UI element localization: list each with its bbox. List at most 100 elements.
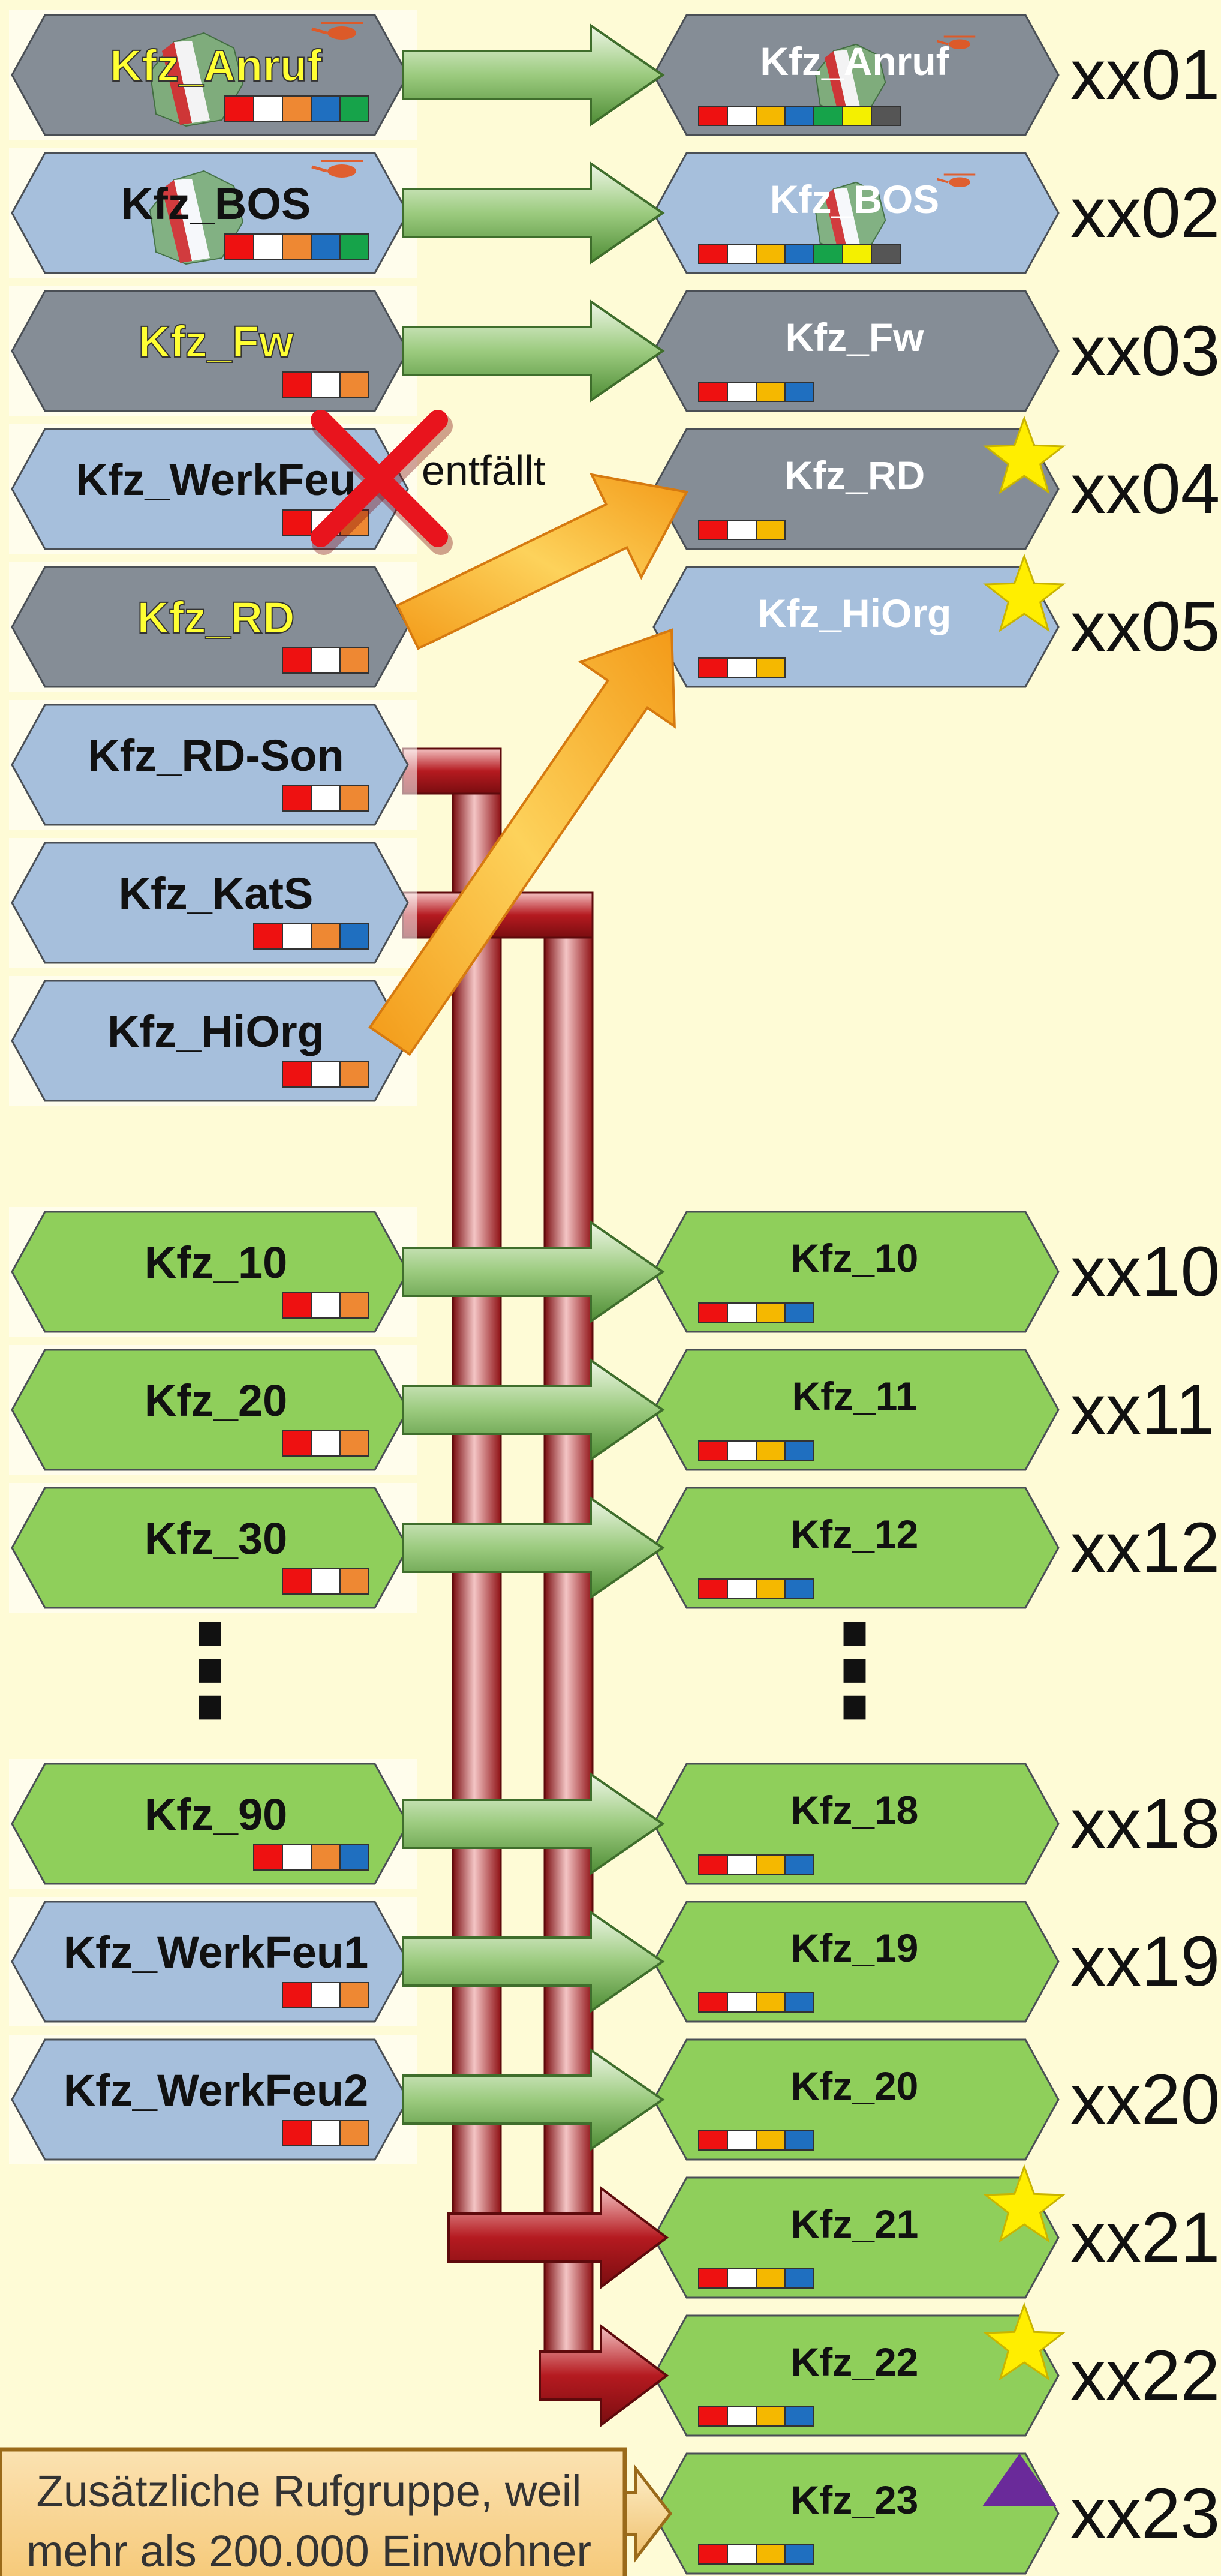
note-line-1: Zusätzliche Rufgruppe, weil bbox=[37, 2466, 582, 2516]
green-arrow bbox=[402, 299, 665, 403]
right-node: Kfz_Fw bbox=[652, 290, 1060, 412]
right-node-label: Kfz_HiOrg bbox=[758, 591, 952, 635]
right-node-swatch bbox=[698, 244, 728, 264]
star-icon bbox=[983, 2302, 1066, 2381]
right-node-label: Kfz_Anruf bbox=[760, 39, 949, 83]
channel-code: xx18 bbox=[1070, 1784, 1220, 1863]
channel-code: xx05 bbox=[1070, 587, 1220, 666]
right-node: Kfz_21 bbox=[652, 2176, 1060, 2299]
right-node-swatch bbox=[727, 2268, 757, 2289]
right-node: Kfz_23 bbox=[652, 2452, 1060, 2575]
right-node-swatch bbox=[784, 382, 814, 402]
overlay-layer bbox=[311, 410, 1066, 2506]
right-node-swatch bbox=[871, 106, 901, 126]
left-node-swatch bbox=[311, 1430, 341, 1457]
state-map-icon bbox=[814, 173, 976, 253]
right-node-swatch bbox=[727, 106, 757, 126]
left-node-label: Kfz_Anruf bbox=[110, 41, 322, 91]
right-node-swatch bbox=[698, 2406, 728, 2427]
left-node-swatch bbox=[282, 1292, 312, 1319]
left-node-swatch bbox=[282, 95, 312, 122]
channel-code: xx23 bbox=[1070, 2474, 1220, 2553]
channel-code: xx01 bbox=[1070, 35, 1220, 115]
green-arrow bbox=[402, 23, 665, 127]
left-node: Kfz_Anruf bbox=[9, 10, 417, 140]
right-node-swatch bbox=[727, 520, 757, 540]
left-node-label: Kfz_BOS bbox=[121, 179, 311, 229]
right-node-swatch bbox=[727, 2130, 757, 2151]
triangle-icon bbox=[982, 2454, 1057, 2506]
left-node-swatch bbox=[311, 95, 341, 122]
right-node-swatch bbox=[727, 2406, 757, 2427]
state-map-icon bbox=[149, 160, 363, 265]
left-node-swatch bbox=[224, 95, 254, 122]
right-node-swatch bbox=[784, 2130, 814, 2151]
right-node: Kfz_HiOrg bbox=[652, 566, 1060, 688]
right-node-swatch bbox=[813, 106, 843, 126]
channel-code: xx02 bbox=[1070, 173, 1220, 253]
right-node-swatch bbox=[698, 1992, 728, 2013]
right-node-label: Kfz_10 bbox=[791, 1236, 919, 1280]
right-node-swatch bbox=[727, 657, 757, 678]
right-node-label: Kfz_19 bbox=[791, 1926, 919, 1970]
star-icon bbox=[983, 2164, 1066, 2243]
left-node-swatch bbox=[339, 371, 369, 398]
right-node-swatch bbox=[698, 106, 728, 126]
right-node-swatch bbox=[698, 1440, 728, 1461]
left-node: Kfz_Fw bbox=[9, 286, 417, 416]
right-node-swatch bbox=[727, 1992, 757, 2013]
right-node-swatch bbox=[756, 106, 786, 126]
left-node: Kfz_BOS bbox=[9, 148, 417, 278]
right-node-swatch bbox=[698, 520, 728, 540]
left-node-swatch bbox=[339, 1568, 369, 1595]
right-node: Kfz_20 bbox=[652, 2038, 1060, 2161]
right-node-label: Kfz_18 bbox=[791, 1788, 919, 1832]
right-node-swatch bbox=[784, 1854, 814, 1875]
right-node-swatch bbox=[756, 2544, 786, 2565]
left-node-label: Kfz_30 bbox=[145, 1514, 288, 1563]
right-node: Kfz_Anruf bbox=[652, 14, 1060, 136]
left-node-swatch bbox=[253, 233, 283, 260]
right-node-swatch bbox=[698, 2544, 728, 2565]
right-node-label: Kfz_11 bbox=[792, 1374, 917, 1418]
right-node: Kfz_22 bbox=[652, 2314, 1060, 2437]
note-arrow bbox=[623, 2464, 673, 2563]
helicopter-icon bbox=[936, 173, 976, 187]
channel-code: xx11 bbox=[1070, 1370, 1215, 1449]
right-node-swatch bbox=[784, 1302, 814, 1323]
right-node-swatch bbox=[813, 244, 843, 264]
red-pipe-horizontal bbox=[402, 747, 502, 795]
channel-code: xx04 bbox=[1070, 449, 1220, 529]
right-node-swatch bbox=[756, 657, 786, 678]
right-node-swatch bbox=[871, 244, 901, 264]
right-node-swatch bbox=[727, 1578, 757, 1599]
arrows-layer bbox=[368, 23, 689, 2563]
state-map-icon bbox=[149, 22, 363, 127]
right-node-swatch bbox=[784, 106, 814, 126]
right-node-label: Kfz_Fw bbox=[786, 315, 925, 359]
helicopter-icon bbox=[311, 22, 363, 40]
channel-code: xx12 bbox=[1070, 1508, 1220, 1587]
left-node-swatch bbox=[311, 1061, 341, 1088]
right-node: Kfz_10 bbox=[652, 1211, 1060, 1333]
right-node: Kfz_11 bbox=[652, 1349, 1060, 1471]
right-node-swatch bbox=[784, 1440, 814, 1461]
helicopter-icon bbox=[311, 160, 363, 178]
left-node-swatch bbox=[253, 1844, 283, 1871]
left-node-swatch bbox=[339, 1982, 369, 2008]
channel-code: xx10 bbox=[1070, 1232, 1220, 1311]
left-node-swatch bbox=[311, 1292, 341, 1319]
left-node: Kfz_RD bbox=[9, 562, 417, 692]
left-node-label: Kfz_KatS bbox=[119, 869, 314, 918]
nodes-layer: Kfz_AnrufKfz_BOSKfz_FwKfz_WerkFeuKfz_RDK… bbox=[9, 10, 1220, 2575]
left-node-swatch bbox=[282, 509, 312, 536]
left-node-swatch bbox=[339, 95, 369, 122]
red-pipe-vertical bbox=[543, 893, 594, 2371]
right-node-label: Kfz_BOS bbox=[770, 177, 939, 221]
left-node-label: Kfz_90 bbox=[145, 1790, 288, 1839]
right-node-swatch bbox=[756, 2130, 786, 2151]
left-node-swatch bbox=[311, 371, 341, 398]
star-icon bbox=[983, 415, 1066, 494]
right-node-swatch bbox=[698, 382, 728, 402]
